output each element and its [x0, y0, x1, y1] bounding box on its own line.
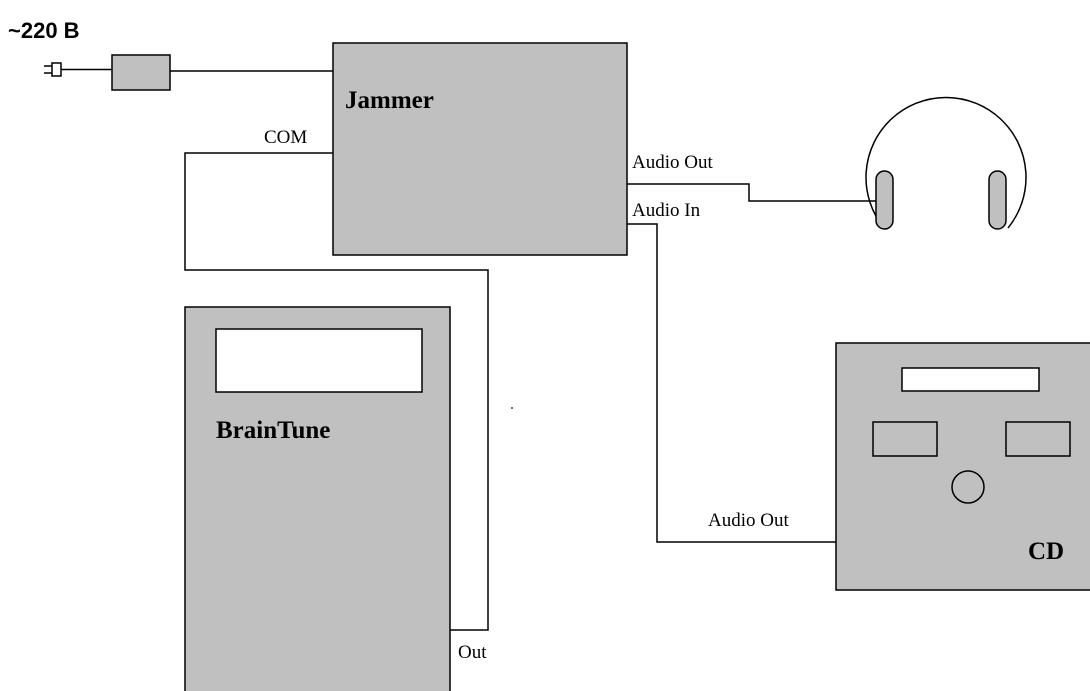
jammer-com-label: COM — [264, 127, 307, 148]
power-label: ~220 B — [8, 18, 80, 43]
braintune-out-label: Out — [458, 642, 487, 663]
cd-knob — [951, 470, 985, 504]
headphone-cable — [627, 183, 876, 202]
power-adapter — [111, 54, 171, 91]
headphones-icon — [865, 96, 1027, 230]
braintune-display — [215, 328, 423, 393]
stray-dot — [511, 407, 513, 409]
cd-audio-out-label: Audio Out — [708, 510, 789, 531]
power-plug-icon — [44, 62, 112, 77]
cd-audio-cable — [627, 223, 836, 543]
braintune-title: BrainTune — [216, 417, 330, 444]
cd-title: CD — [1028, 538, 1064, 565]
cd-disc-slot — [901, 367, 1040, 392]
jammer-audio-in-label: Audio In — [632, 200, 701, 221]
cd-left-button — [872, 421, 938, 457]
jammer-audio-out-label: Audio Out — [632, 152, 713, 173]
com-cable — [184, 152, 489, 631]
jammer-title: Jammer — [345, 87, 434, 114]
cd-right-button — [1005, 421, 1071, 457]
jammer-device — [332, 42, 628, 256]
